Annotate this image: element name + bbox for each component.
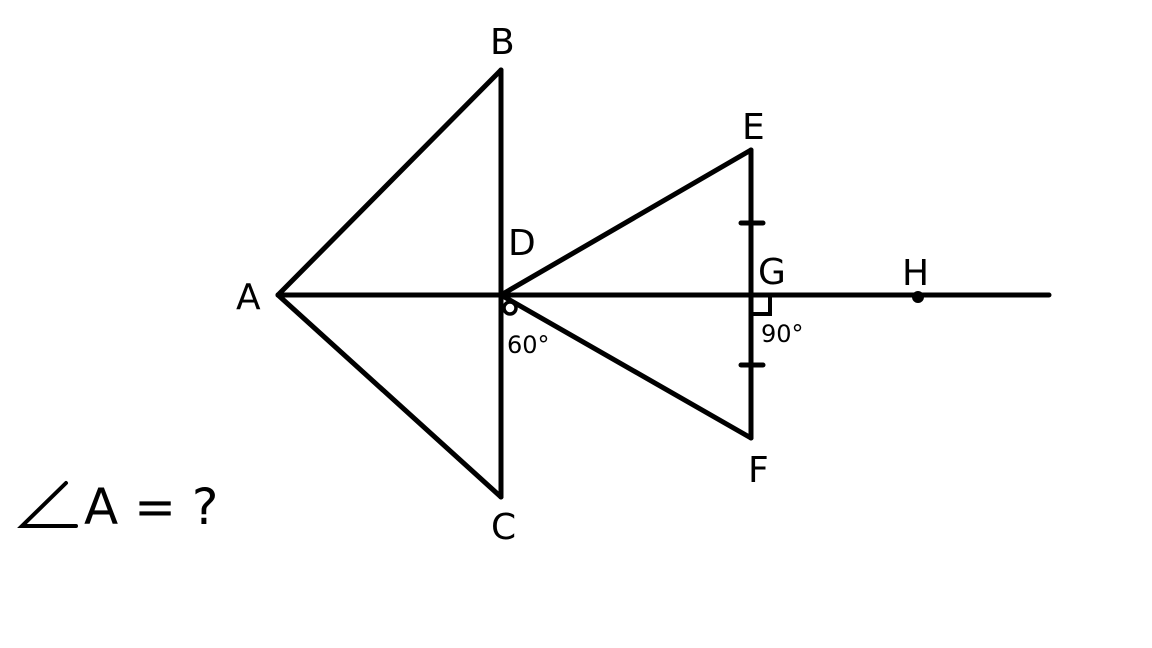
segment-df bbox=[498, 292, 754, 441]
segment-ab bbox=[275, 67, 504, 298]
angle-symbol-icon bbox=[17, 481, 78, 528]
label-point-c: C bbox=[491, 507, 517, 548]
label-point-d: D bbox=[508, 223, 536, 264]
label-point-f: F bbox=[748, 450, 769, 491]
right-angle-marker bbox=[751, 295, 772, 316]
label-point-a: A bbox=[236, 277, 261, 318]
label-point-g: G bbox=[758, 252, 786, 293]
label-point-b: B bbox=[490, 22, 515, 63]
angle-arc-marker bbox=[502, 300, 518, 316]
segment-de bbox=[498, 147, 754, 298]
segment-ac bbox=[275, 292, 504, 500]
label-point-e: E bbox=[742, 107, 765, 148]
angle-label-g: 90° bbox=[761, 320, 804, 348]
label-point-h: H bbox=[902, 253, 930, 294]
question-text: A = ? bbox=[84, 478, 219, 536]
angle-label-d: 60° bbox=[507, 331, 550, 359]
point-h-dot bbox=[912, 291, 924, 303]
